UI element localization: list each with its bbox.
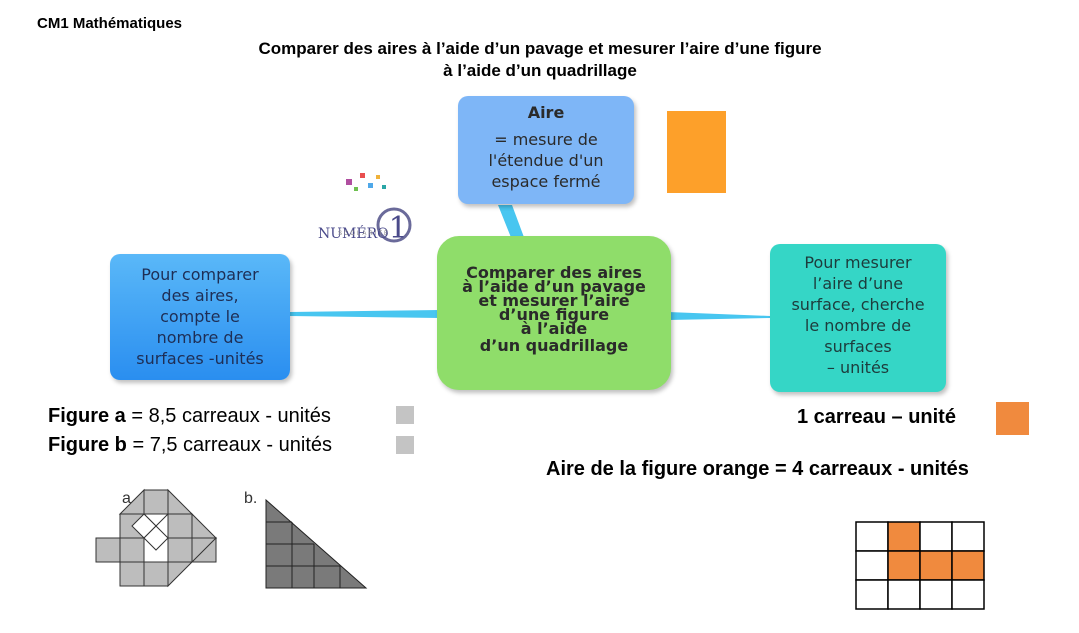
measure-line: le nombre de — [804, 316, 912, 335]
central-topic-box: Comparer des aires à l’aide d’un pavage … — [437, 236, 671, 390]
logo-subtext: SCOLARITÉ — [338, 231, 391, 237]
measure-line: surfaces — [824, 337, 892, 356]
gray-unit-square — [396, 406, 414, 424]
measure-line: l’aire d’une — [812, 274, 904, 293]
connector-top — [498, 205, 525, 240]
definition-line: l'étendue d'un — [488, 151, 604, 170]
central-topic-line: et mesurer l’aire — [478, 291, 630, 310]
compare-line: des aires, — [161, 286, 239, 305]
measure-line: – unités — [826, 358, 890, 377]
central-topic-line: à l’aide d’un pavage — [462, 277, 646, 296]
figure-b-drawing — [265, 498, 368, 589]
figure-a-drawing — [95, 488, 218, 588]
logo-text: NUMÉRO1 — [318, 211, 408, 246]
definition-heading: Aire — [527, 103, 565, 122]
title-line-1: Comparer des aires à l’aide d’un pavage … — [258, 39, 822, 58]
measure-line: surface, cherche — [791, 295, 925, 314]
central-topic-line: d’un quadrillage — [479, 336, 629, 355]
compare-box: Pour comparer des aires, compte le nombr… — [110, 254, 290, 380]
measure-box: Pour mesurer l’aire d’une surface, cherc… — [770, 244, 946, 392]
compare-line: compte le — [160, 307, 240, 326]
central-topic-line: d’une figure — [498, 305, 610, 324]
figure-b-label: b. — [244, 490, 258, 507]
unit-label: 1 carreau – unité — [797, 406, 956, 428]
gray-unit-square — [396, 436, 414, 454]
definition-line: = mesure de — [494, 130, 598, 149]
page-title: Comparer des aires à l’aide d’un pavage … — [190, 38, 890, 82]
central-topic-line: à l’aide — [520, 319, 588, 338]
orange-area-label: Aire de la figure orange = 4 carreaux - … — [546, 458, 969, 480]
connector-right — [668, 312, 770, 320]
figure-a-result: Figure a = 8,5 carreaux - unités — [48, 405, 331, 427]
connector-left — [290, 310, 440, 318]
title-line-2: à l’aide d’un quadrillage — [443, 61, 637, 80]
compare-line: nombre de — [156, 328, 244, 347]
compare-line: Pour comparer — [141, 265, 259, 284]
orange-rectangle — [667, 111, 726, 193]
orange-grid — [855, 521, 985, 610]
figure-b-result: Figure b = 7,5 carreaux - unités — [48, 434, 333, 456]
numero1-logo: NUMÉRO1 SCOLARITÉ — [316, 165, 416, 246]
subject-label: CM1 Mathématiques — [37, 15, 183, 32]
definition-box: Aire = mesure de l'étendue d'un espace f… — [458, 96, 634, 204]
definition-line: espace fermé — [491, 172, 601, 191]
logo-graphic — [346, 173, 412, 243]
orange-unit-square — [996, 402, 1029, 435]
measure-line: Pour mesurer — [804, 253, 912, 272]
central-topic-line: Comparer des aires — [466, 263, 642, 282]
compare-line: surfaces -unités — [136, 349, 264, 368]
